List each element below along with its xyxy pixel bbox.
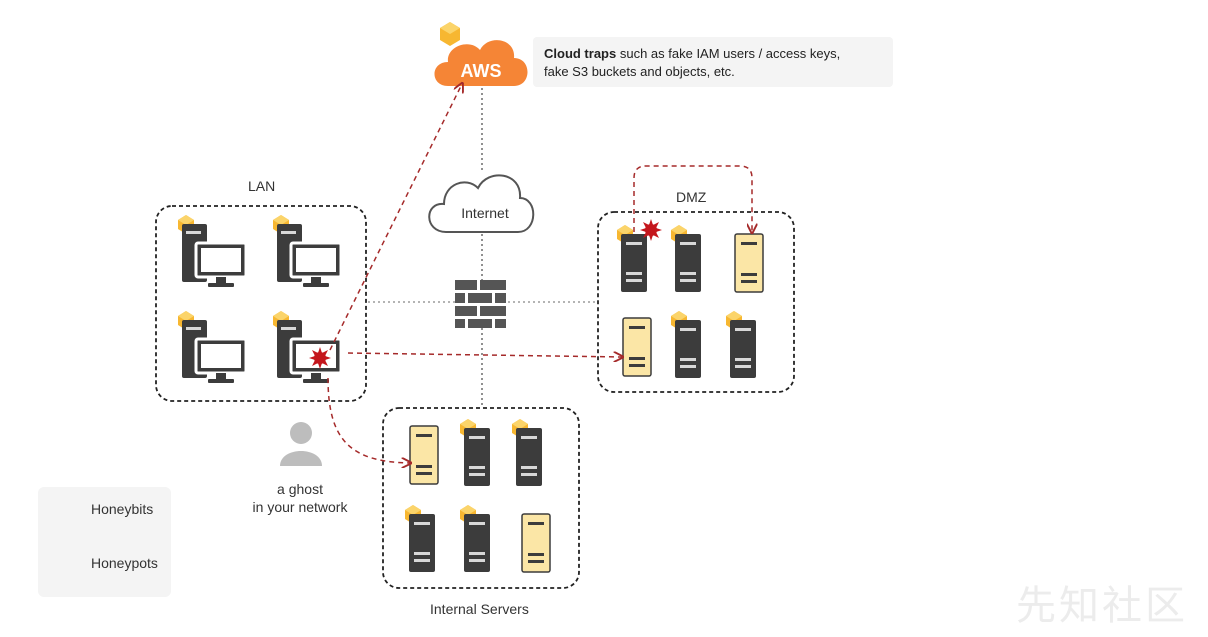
callout-bold-text: Cloud traps [544, 46, 617, 61]
attack-path-to-internal [327, 377, 410, 463]
watermark: 先知社区 [1016, 583, 1188, 629]
dmz-honeypot-2 [622, 317, 652, 377]
internal-server-3 [405, 505, 435, 572]
compromise-icon-lan [309, 347, 331, 369]
ghost-label-line1: a ghost [277, 481, 323, 497]
dmz-server-1 [617, 225, 647, 292]
attack-path-dmz-lateral [633, 165, 752, 232]
callout-line2: fake S3 buckets and objects, etc. [544, 64, 735, 79]
internet-label: Internet [461, 205, 509, 221]
lan-workstation-3 [176, 309, 248, 385]
internet-cloud-icon [428, 174, 535, 233]
lan-label: LAN [248, 178, 276, 194]
ghost-label-line2: in your network [252, 499, 348, 515]
lan-workstation-2 [271, 213, 343, 289]
attack-path-to-aws [329, 84, 462, 351]
legend-honeybits-label: Honeybits [91, 501, 154, 517]
internal-server-4 [460, 505, 490, 572]
lan-workstation-1 [176, 213, 248, 289]
internal-honeypot-2 [521, 513, 551, 573]
dmz-honeypot-1 [734, 233, 764, 293]
network-links [368, 88, 597, 408]
internal-server-2 [512, 419, 542, 486]
dmz-server-3 [671, 311, 701, 378]
legend-panel: Honeybits Honeypots [38, 487, 171, 597]
attack-paths [327, 84, 752, 463]
dmz-server-4 [726, 311, 756, 378]
aws-cloud-icon [434, 22, 528, 86]
internal-zone-box [382, 407, 580, 589]
attack-path-to-dmz [347, 353, 622, 357]
internal-honeypot-1 [409, 425, 439, 485]
dmz-server-2 [671, 225, 701, 292]
cloud-traps-callout: Cloud traps such as fake IAM users / acc… [533, 37, 893, 87]
dmz-zone-box [597, 211, 795, 393]
internal-servers-label: Internal Servers [430, 601, 529, 617]
internal-server-1 [460, 419, 490, 486]
compromise-icon-dmz [640, 219, 662, 241]
firewall-icon [455, 280, 506, 328]
ghost-user-icon [280, 422, 322, 466]
aws-label: AWS [460, 61, 501, 81]
lan-zone-box [155, 205, 367, 402]
callout-line1: such as fake IAM users / access keys, [616, 46, 841, 61]
dmz-label: DMZ [676, 189, 707, 205]
legend-honeypots-label: Honeypots [91, 555, 158, 571]
